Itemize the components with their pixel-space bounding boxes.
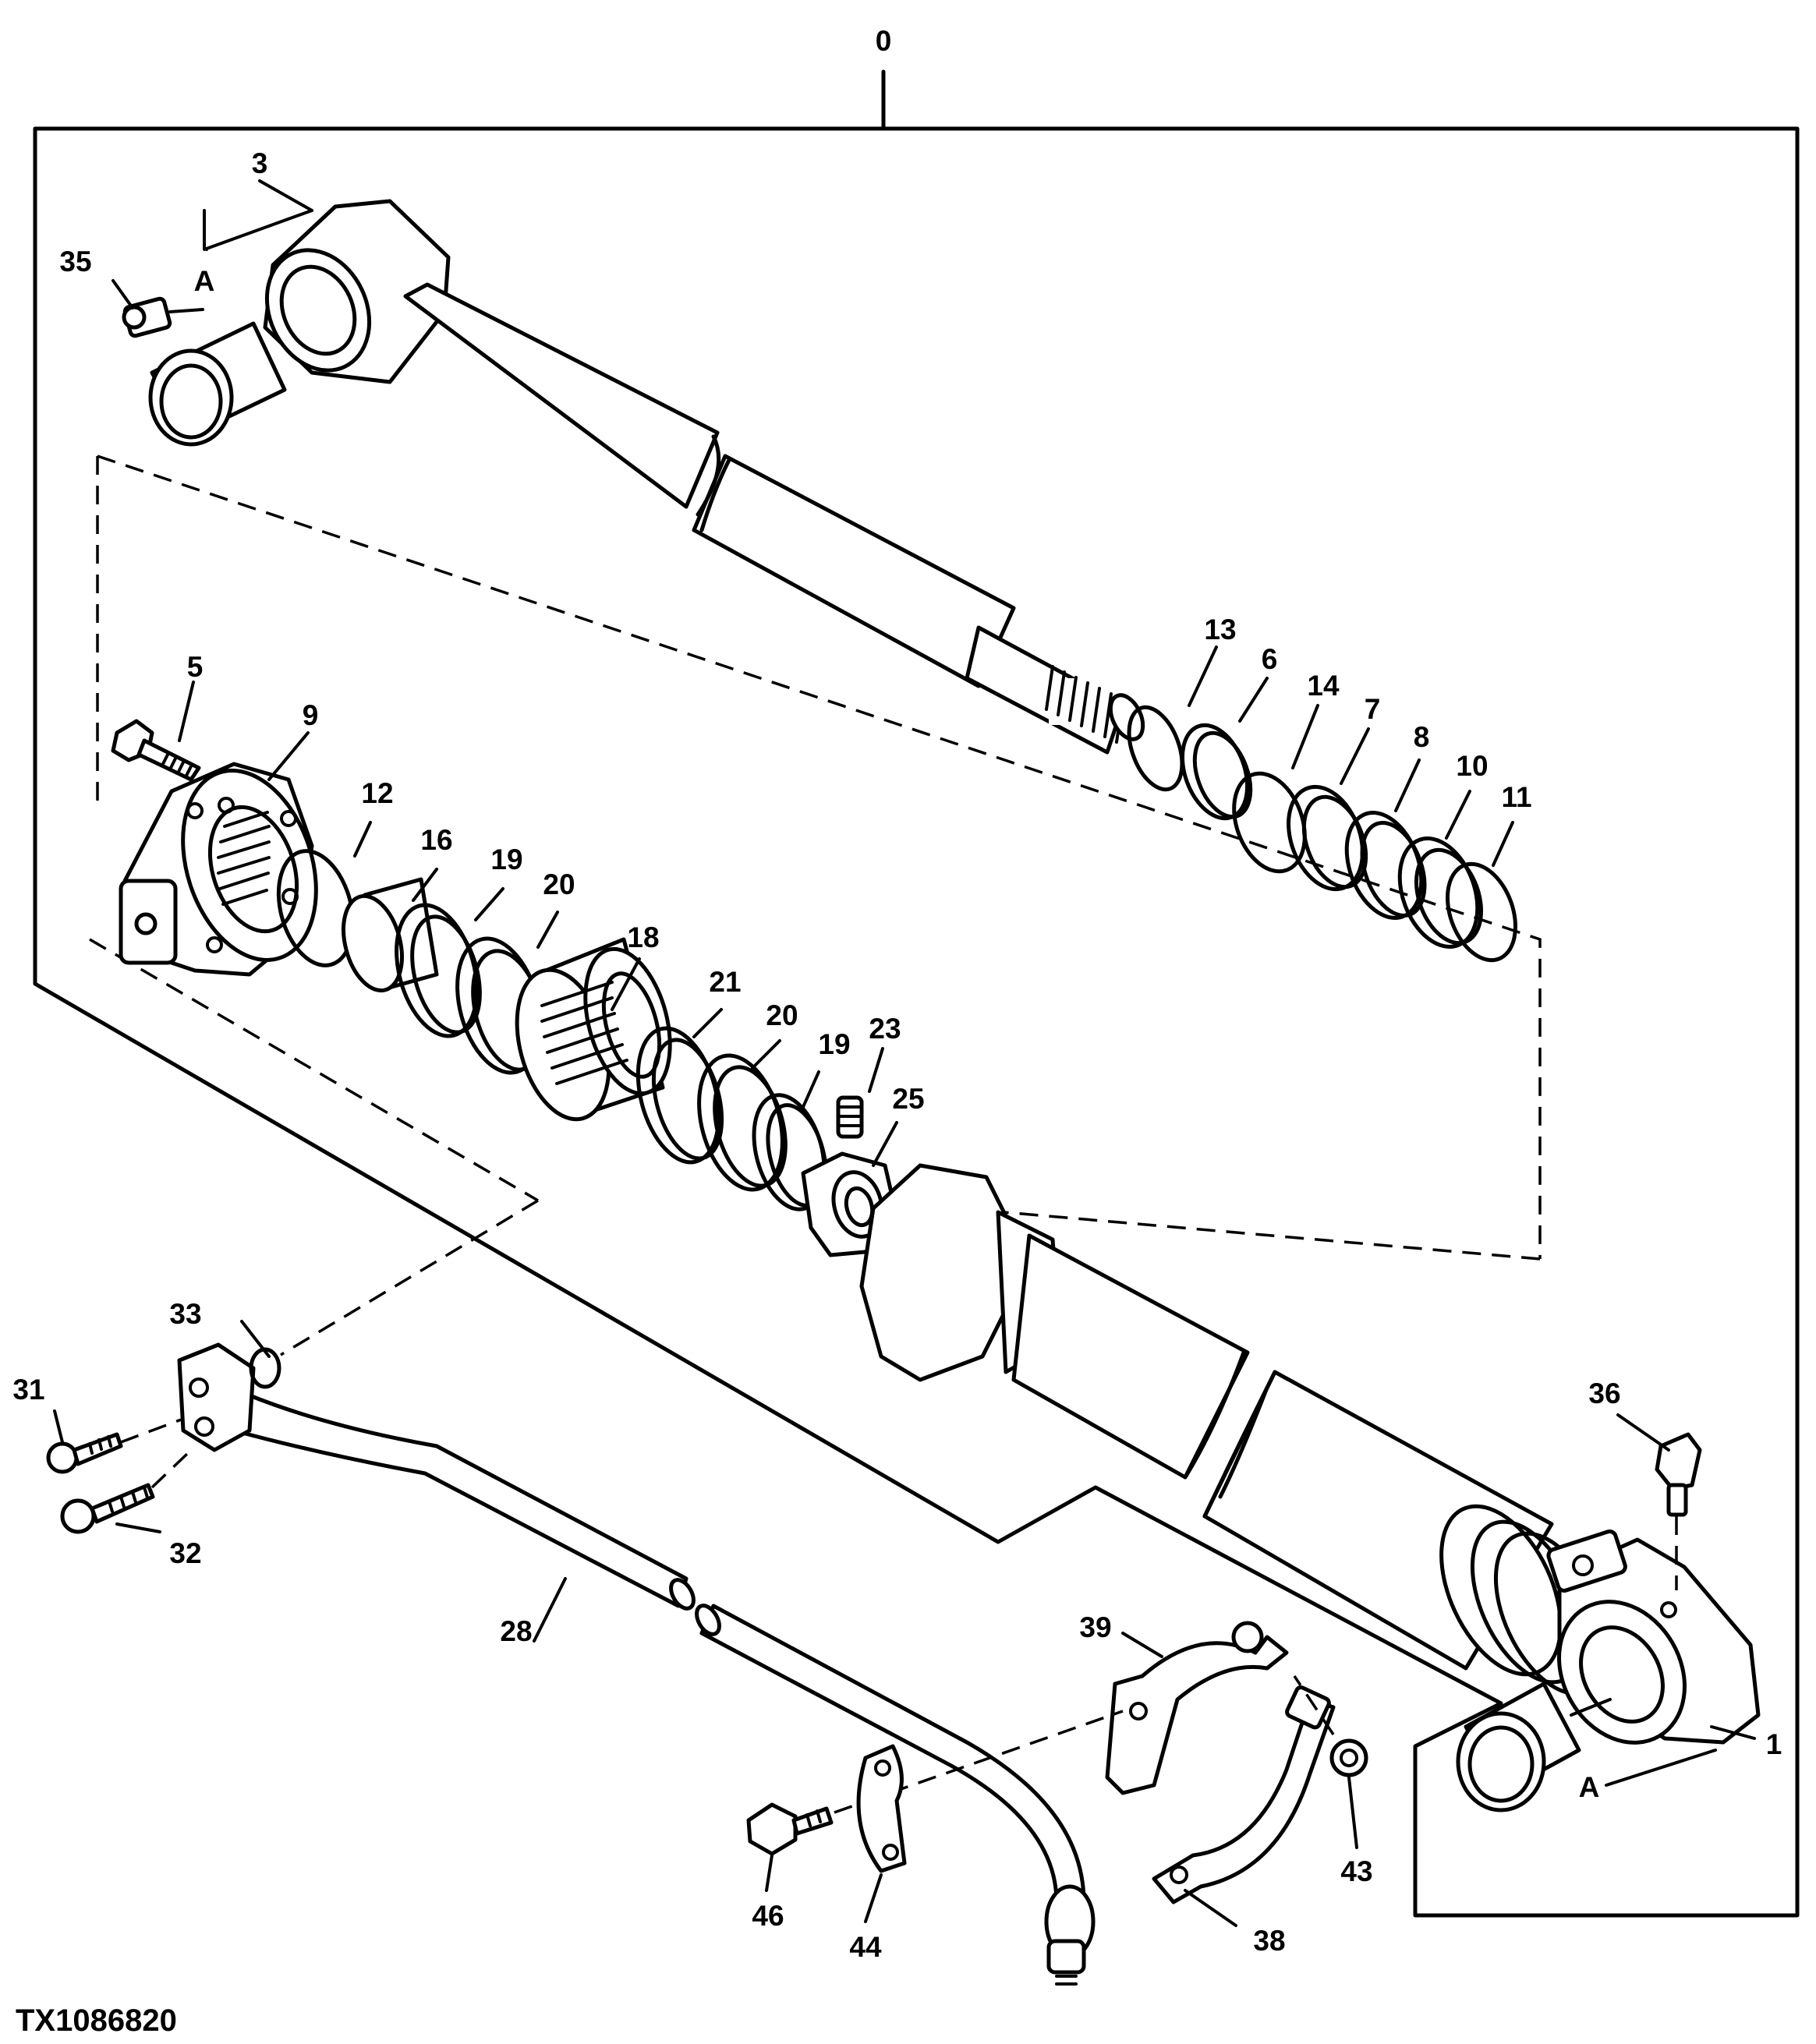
clamp-38: [1152, 1685, 1336, 1904]
clip-44: [856, 1744, 907, 1873]
callout-35: 35: [59, 246, 91, 278]
assembly-outline: [33, 69, 1800, 1918]
callout-11: 11: [1501, 781, 1531, 813]
callout-a-top: A: [194, 265, 215, 297]
set-screw-23: [836, 1095, 864, 1139]
nut-43: [1293, 1675, 1368, 1777]
rod-seal-rings: [1127, 705, 1517, 963]
callout-a-bottom: A: [1579, 1771, 1600, 1803]
seal-kit-dashed-outline: [89, 454, 1542, 1356]
callout-5: 5: [187, 651, 204, 683]
callout-46: 46: [752, 1900, 784, 1932]
tube-bushing: [1456, 1682, 1612, 1812]
callout-20a: 20: [543, 868, 575, 900]
callout-43: 43: [1340, 1855, 1372, 1887]
callout-1: 1: [1766, 1728, 1782, 1760]
callout-7: 7: [1365, 693, 1381, 725]
callout-8: 8: [1414, 721, 1430, 753]
grease-fitting-35: [122, 296, 204, 338]
callout-23: 23: [869, 1013, 901, 1045]
callout-14: 14: [1307, 670, 1340, 702]
rod-bushing: [148, 321, 287, 447]
bolt-32: [60, 1452, 189, 1534]
callout-33: 33: [169, 1298, 201, 1330]
callout-21: 21: [709, 966, 741, 998]
callout-labels: 0 3 A 35 5 9 12 16 19 20 18 21 20 19 23 …: [12, 25, 1782, 1963]
clamp-39: [1105, 1621, 1289, 1795]
cylinder-tube: [859, 1163, 1761, 1745]
callout-9: 9: [303, 699, 319, 731]
callout-19b: 19: [818, 1028, 850, 1060]
callout-20b: 20: [766, 999, 798, 1031]
bolt-31: [46, 1417, 184, 1474]
piston-rod-assembly: [263, 199, 1145, 755]
bolt-5: [111, 719, 201, 782]
callout-19a: 19: [490, 843, 522, 875]
cylinder-head: [119, 762, 318, 977]
callout-38: 38: [1253, 1925, 1285, 1957]
callout-18: 18: [627, 921, 659, 953]
callout-28: 28: [500, 1615, 532, 1647]
leader-lines: [53, 179, 1756, 1927]
callout-36: 36: [1588, 1377, 1620, 1409]
bolt-46: [746, 1710, 1124, 1856]
callout-25: 25: [892, 1083, 924, 1115]
callout-16: 16: [420, 824, 452, 856]
figure-code: TX1086820: [16, 2003, 177, 2038]
callout-31: 31: [12, 1374, 44, 1406]
callout-3: 3: [252, 147, 268, 179]
callout-32: 32: [169, 1537, 201, 1569]
callout-44: 44: [849, 1931, 882, 1963]
callout-0: 0: [876, 25, 892, 57]
rod-thread: [1045, 665, 1145, 744]
callout-6: 6: [1262, 643, 1278, 675]
piston-seal-stack: [276, 849, 828, 1211]
callout-39: 39: [1079, 1611, 1111, 1643]
hydraulic-pipe-28: [224, 1393, 1096, 1986]
callout-10: 10: [1456, 750, 1488, 782]
pipe-flange-clamp: [177, 1342, 281, 1452]
callout-13: 13: [1204, 614, 1236, 645]
callout-12: 12: [361, 777, 393, 809]
